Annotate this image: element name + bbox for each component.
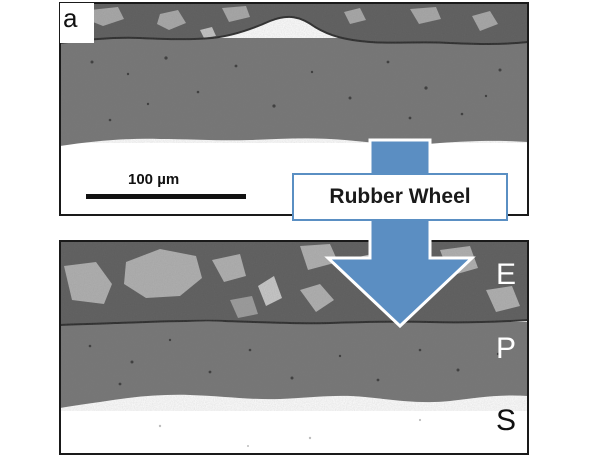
layer-label-e: E [495,258,516,291]
micrograph-top [60,3,528,215]
substrate-specks [158,418,422,447]
micrograph-bottom [60,241,528,454]
scale-bar-label: 100 µm [128,171,180,188]
micrograph-bottom-frame [59,240,529,455]
rubber-wheel-label: Rubber Wheel [292,173,508,221]
layer-label-s: S [495,404,516,437]
panel-label: a [60,3,94,43]
rubber-wheel-arrow [324,138,476,329]
layer-label-p: P [495,332,516,365]
scale-bar [86,194,246,199]
